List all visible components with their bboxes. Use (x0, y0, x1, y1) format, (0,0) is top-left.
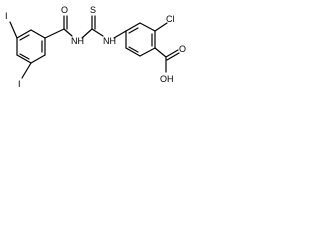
bond-ring-iodine-top (9, 21, 18, 39)
atom-thiocarbonyl-sulfur: S (90, 5, 96, 15)
left-benzene-ring (16, 29, 46, 64)
bond-carbonyl-amide-nh (63, 28, 73, 37)
bond-thiocarbon-thiourea-nh (91, 28, 104, 37)
bond-thiourea-nh-ring (113, 30, 127, 39)
bond-ring-carboxyl (154, 47, 167, 58)
bond-amide-nh-thiocarbon (81, 28, 93, 39)
atom-acid-oxygen: O (179, 44, 186, 54)
chemical-structure-diagram: I I O NH S NH Cl O OH (5, 5, 186, 89)
atom-thiourea-nh: NH (103, 36, 116, 46)
atom-iodine-top: I (5, 11, 8, 21)
bond-ring-carbonyl (44, 28, 65, 39)
atom-iodine-bottom: I (18, 79, 21, 89)
bond-ring-chlorine (154, 22, 168, 32)
atom-chlorine: Cl (166, 14, 175, 24)
bond-carboxyl-oxygen-2 (166, 52, 180, 61)
atom-carbonyl-oxygen: O (61, 5, 68, 15)
right-benzene-ring (125, 22, 156, 57)
atom-amide-nh: NH (71, 36, 84, 46)
atom-acid-hydroxyl: OH (160, 74, 174, 84)
bond-carboxyl-oxygen-1 (165, 49, 179, 58)
bond-ring-iodine-bottom (21, 62, 32, 79)
